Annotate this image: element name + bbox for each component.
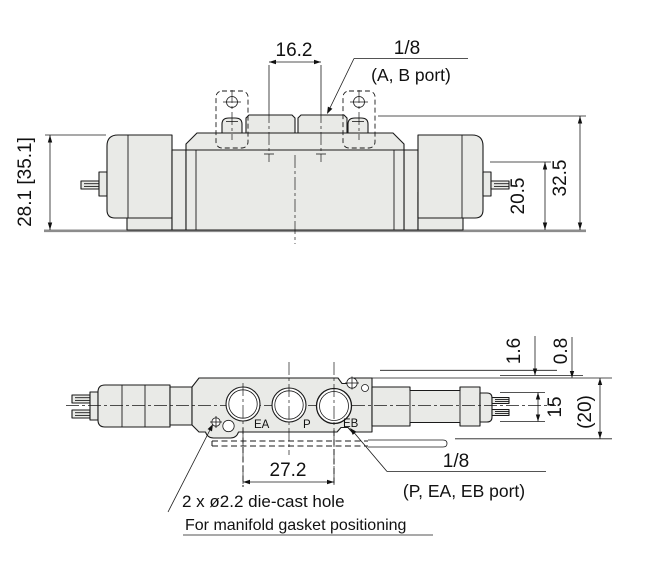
left-adapter-plate xyxy=(171,149,187,231)
bottom-right-pins xyxy=(491,396,510,417)
left-mounting-outline xyxy=(215,90,249,149)
bottom-left-pins xyxy=(71,391,99,421)
dim-text-1-6: 1.6 xyxy=(504,338,525,364)
right-mounting-outline xyxy=(342,90,376,149)
manifold-gasket-outline xyxy=(211,439,448,448)
die-cast-note: 2 x ø2.2 die-cast hole For manifold gask… xyxy=(167,424,433,536)
dim-text-32-5: 32.5 xyxy=(550,160,571,197)
right-adapter-plate xyxy=(403,149,419,231)
note-die-cast-hole: 2 x ø2.2 die-cast hole xyxy=(182,492,345,511)
dim-text-27-2: 27.2 xyxy=(270,460,307,481)
port-b-boss xyxy=(297,114,348,134)
dim-text-15: 15 xyxy=(545,396,566,417)
die-cast-hole-bottom-left xyxy=(210,416,235,433)
port-size-top: 1/8 xyxy=(394,38,420,59)
dim-overall-width: (20) xyxy=(455,378,612,440)
dim-text-16-2: 16.2 xyxy=(276,40,313,61)
right-solenoid-body xyxy=(417,134,484,219)
dim-text-0-8: 0.8 xyxy=(551,338,572,364)
dim-height-mid: 20.5 xyxy=(490,161,551,230)
port-size-bottom: 1/8 xyxy=(443,451,469,472)
left-connector-pin xyxy=(80,171,108,197)
right-connector-pin xyxy=(482,171,510,197)
dim-port-pitch: 16.2 xyxy=(269,40,321,65)
dim-height-total: 32.5 xyxy=(378,115,586,230)
bottom-left-adapter xyxy=(169,386,193,426)
note-gasket-positioning: For manifold gasket positioning xyxy=(185,517,406,534)
callout-ab-port: 1/8 (A, B port) xyxy=(327,38,468,114)
left-solenoid-body xyxy=(106,134,173,219)
label-eb: EB xyxy=(343,418,359,430)
right-screw-boss xyxy=(347,117,369,134)
label-p: P xyxy=(303,419,311,431)
callout-peaeb-port: 1/8 (P, EA, EB port) xyxy=(350,428,546,501)
bottom-right-connector-cap xyxy=(479,392,493,423)
bottom-left-solenoid xyxy=(97,384,171,428)
bottom-view: EA P EB 27.2 xyxy=(66,336,612,536)
port-block xyxy=(185,132,405,151)
dim-text-20-5: 20.5 xyxy=(508,178,529,215)
dim-height-left: 28.1 [35.1] xyxy=(15,134,106,230)
port-a-boss xyxy=(245,114,296,134)
label-ea: EA xyxy=(254,419,270,431)
port-note-top: (A, B port) xyxy=(371,65,451,85)
port-note-bottom: (P, EA, EB port) xyxy=(403,481,525,501)
dim-text-28-1: 28.1 [35.1] xyxy=(15,137,36,227)
dim-gasket-comp: 0.8 xyxy=(372,337,612,379)
dim-ea-eb-pitch: 27.2 xyxy=(242,428,335,487)
die-cast-hole-top-right xyxy=(345,376,369,392)
top-view: 16.2 1/8 (A, B port) 28.1 [35.1] 20.5 xyxy=(15,38,586,244)
dim-gasket-free: 1.6 xyxy=(380,336,583,376)
dim-text-20: (20) xyxy=(575,395,596,429)
dim-body-width: 15 xyxy=(500,392,566,422)
bottom-right-solenoid xyxy=(371,386,481,427)
